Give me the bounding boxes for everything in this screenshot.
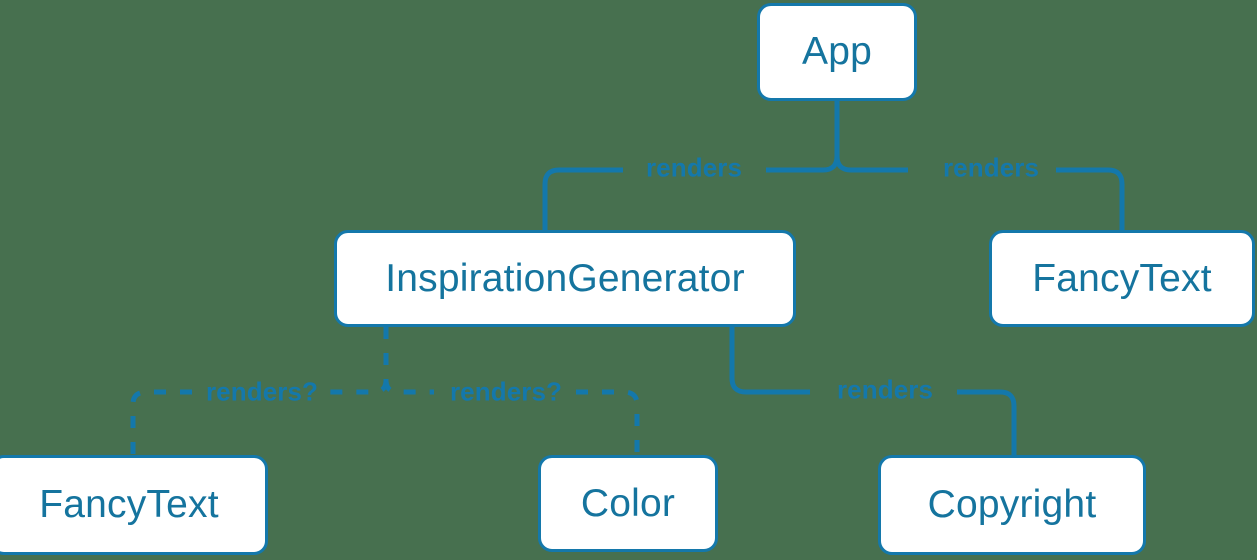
node-inspiration-generator[interactable]: InspirationGenerator: [334, 230, 796, 327]
edge-label-app-to-inspiration: renders: [645, 152, 743, 183]
node-app-label: App: [802, 30, 872, 73]
edge-label-inspiration-to-copyright: renders: [836, 374, 934, 405]
node-copyright-label: Copyright: [927, 483, 1097, 526]
edge-label-inspiration-to-color: renders?: [449, 376, 563, 407]
node-fancytext-bottom-label: FancyText: [39, 483, 219, 526]
edge-label-app-to-fancytext-right: renders: [942, 152, 1040, 183]
node-copyright[interactable]: Copyright: [878, 455, 1146, 555]
node-fancytext-bottom[interactable]: FancyText: [0, 455, 268, 555]
node-color[interactable]: Color: [538, 455, 718, 552]
edge-inspiration-to-copyright: [729, 327, 1017, 455]
node-app[interactable]: App: [757, 3, 917, 101]
node-color-label: Color: [580, 481, 676, 525]
edge-app-to-fancytext-right: [834, 101, 1125, 230]
node-fancytext-right-label: FancyText: [1032, 256, 1212, 300]
node-inspiration-generator-label: InspirationGenerator: [385, 256, 745, 300]
node-fancytext-right[interactable]: FancyText: [989, 230, 1255, 327]
edge-label-inspiration-to-fancytext-bottom: renders?: [205, 376, 319, 407]
edge-inspiration-to-color: [383, 327, 640, 455]
